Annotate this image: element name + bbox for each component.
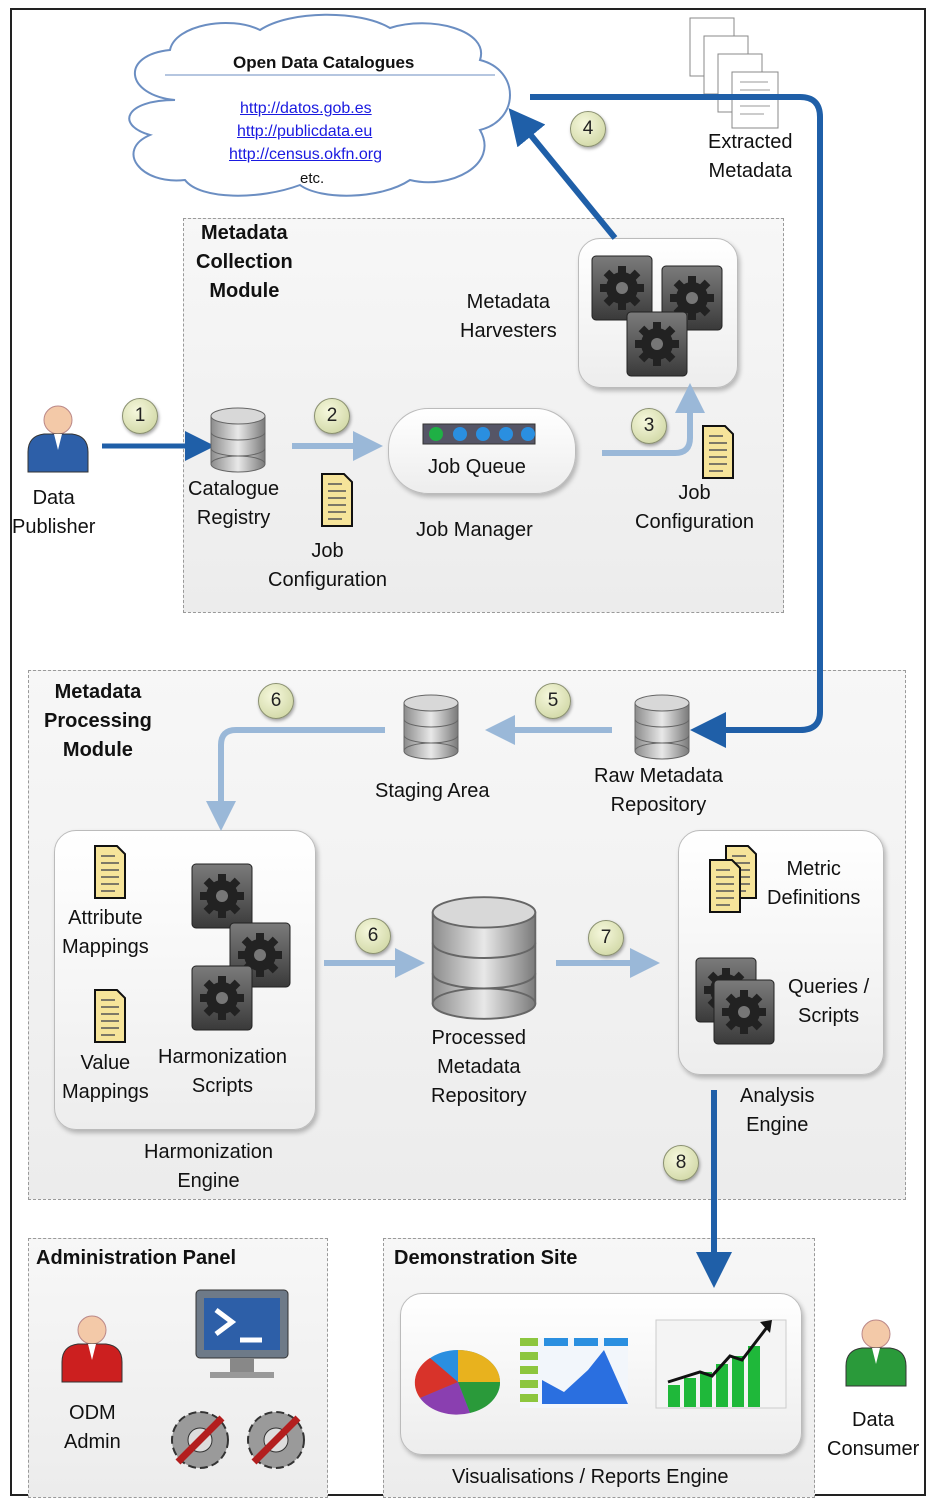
collection-module-title: Metadata Collection Module — [196, 222, 293, 302]
job-manager-label: Job Manager — [416, 519, 533, 541]
harvesters-label: Metadata Harvesters — [460, 291, 557, 342]
arrow-queue-to-harvesters — [602, 383, 705, 456]
catalogue-registry-label: Catalogue Registry — [188, 478, 280, 529]
job-queue-box — [388, 408, 576, 494]
processed-repository-db-icon — [431, 896, 537, 1020]
harmonization-scripts-label: Harmonization Scripts — [158, 1046, 287, 1097]
step-marker-7: 7 — [588, 920, 624, 956]
demo-site-title: Demonstration Site — [394, 1247, 578, 1269]
terminal-icon — [195, 1289, 289, 1378]
value-mappings-label: Value Mappings — [62, 1052, 149, 1103]
data-publisher-label: Data Publisher — [12, 487, 96, 538]
staging-area-db-icon — [403, 694, 459, 760]
step-marker-3: 3 — [631, 408, 667, 444]
arrow-harvesters-to-cloud — [508, 108, 618, 240]
step-marker-2: 2 — [314, 398, 350, 434]
raw-repository-db-icon — [634, 694, 690, 760]
step-marker-4: 4 — [570, 111, 606, 147]
step-marker-6b: 6 — [355, 918, 391, 954]
metric-definitions-label: Metric Definitions — [767, 858, 861, 909]
step-marker-1: 1 — [122, 398, 158, 434]
visualisations-engine-label: Visualisations / Reports Engine — [452, 1466, 729, 1488]
link-publicdata[interactable]: http://publicdata.eu — [237, 123, 373, 140]
link-census-okfn[interactable]: http://census.okfn.org — [229, 146, 382, 163]
admin-panel-title: Administration Panel — [36, 1247, 237, 1269]
harmonization-engine-label: Harmonization Engine — [144, 1141, 273, 1192]
odm-admin-label: ODM Admin — [64, 1402, 121, 1453]
processed-repository-label: Processed Metadata Repository — [431, 1027, 527, 1107]
data-consumer-label: Data Consumer — [827, 1409, 920, 1460]
pie-chart-icon — [414, 1350, 501, 1415]
area-chart-icon — [520, 1338, 628, 1408]
cloud-etc: etc. — [300, 170, 325, 187]
link-datos-gob[interactable]: http://datos.gob.es — [240, 100, 372, 117]
value-mappings-doc-icon — [94, 989, 126, 1043]
job-config-left-doc-icon — [321, 473, 353, 527]
cloud-shape — [128, 13, 511, 197]
extracted-metadata-docs — [689, 17, 779, 129]
attribute-mappings-label: Attribute Mappings — [62, 907, 149, 958]
job-queue-label: Job Queue — [428, 456, 526, 478]
metric-definitions-doc-icon — [709, 845, 757, 913]
job-config-left-label: Job Configuration — [268, 540, 387, 591]
attribute-mappings-doc-icon — [94, 845, 126, 899]
catalogue-registry-db-icon — [210, 407, 266, 473]
step-marker-8: 8 — [663, 1145, 699, 1181]
data-publisher-icon — [27, 405, 89, 473]
data-consumer-icon — [845, 1319, 907, 1387]
cloud-title: Open Data Catalogues — [233, 53, 415, 72]
odm-admin-icon — [61, 1315, 123, 1383]
extracted-metadata-label: Extracted Metadata — [708, 131, 793, 182]
arrow-cloud-to-raw-repo — [530, 94, 823, 748]
step-marker-6a: 6 — [258, 683, 294, 719]
processing-module-title: Metadata Processing Module — [44, 681, 152, 761]
job-config-right-doc-icon — [702, 425, 734, 479]
tools-gear-icon — [171, 1411, 305, 1469]
queries-scripts-label: Queries / Scripts — [788, 976, 870, 1027]
raw-repository-label: Raw Metadata Repository — [594, 765, 723, 816]
arrow-staging-to-harmonization — [206, 727, 385, 831]
step-marker-5: 5 — [535, 683, 571, 719]
analysis-engine-label: Analysis Engine — [740, 1085, 815, 1136]
bar-growth-chart-icon — [655, 1319, 787, 1409]
queries-scripts-gear-icon — [695, 957, 775, 1045]
harmonization-scripts-gear-icon — [191, 863, 291, 1031]
job-queue-bar — [422, 423, 536, 445]
staging-area-label: Staging Area — [375, 780, 490, 802]
job-config-right-label: Job Configuration — [635, 482, 754, 533]
harvesters-gear-icon — [591, 255, 723, 377]
